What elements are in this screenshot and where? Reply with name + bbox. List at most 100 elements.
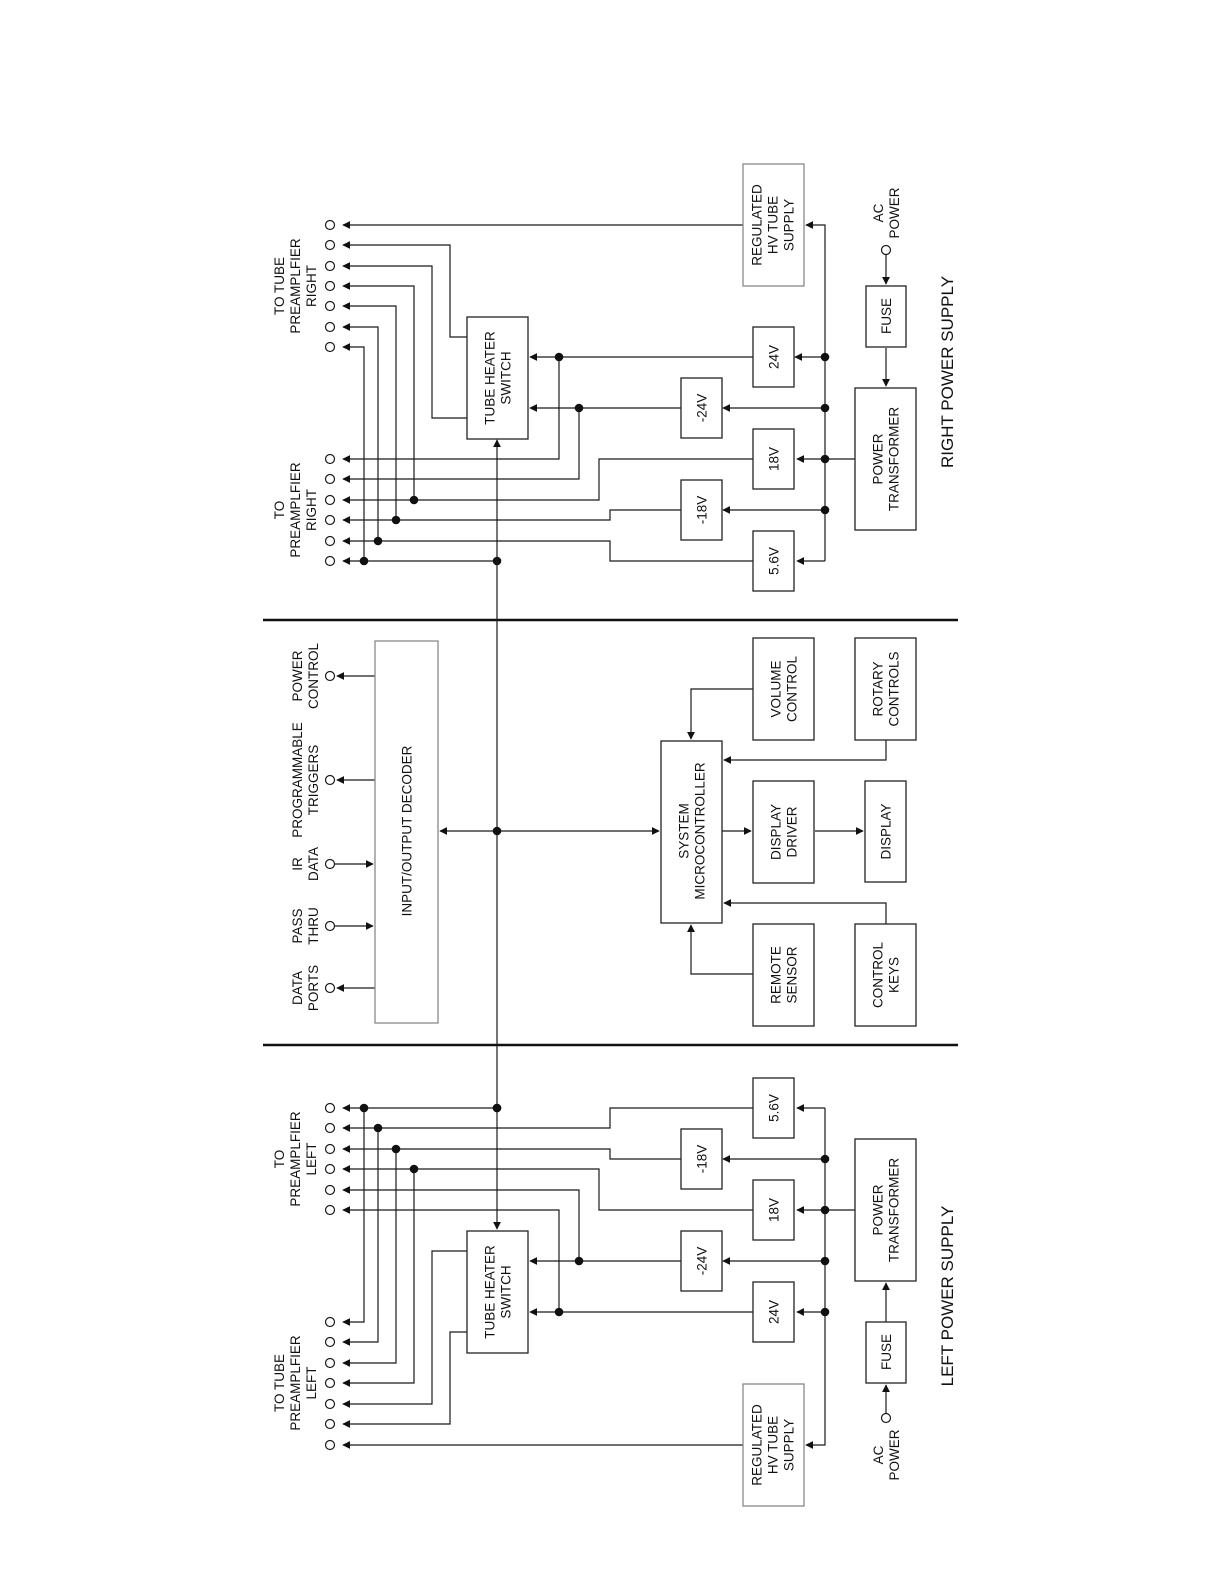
svg-text:TUBE HEATER: TUBE HEATER	[483, 1245, 498, 1339]
svg-text:POWER: POWER	[290, 650, 305, 701]
svg-text:ROTARY: ROTARY	[871, 661, 886, 716]
svg-text:AC: AC	[871, 1445, 886, 1464]
v24-left-box	[752, 1281, 795, 1343]
svg-text:TO: TO	[272, 501, 287, 520]
v56-left-box	[752, 1077, 795, 1139]
svg-text:SWITCH: SWITCH	[499, 351, 514, 404]
svg-text:SENSOR: SENSOR	[785, 946, 800, 1003]
control-keys-text: CONTROL KEYS	[871, 942, 902, 1008]
svg-text:SUPPLY: SUPPLY	[782, 199, 797, 251]
rotary-controls-box	[854, 637, 917, 741]
v18-right-label: 18V	[767, 447, 782, 471]
svg-text:SUPPLY: SUPPLY	[782, 1419, 797, 1471]
svg-text:THRU: THRU	[306, 907, 321, 945]
vn18-right-label: -18V	[695, 496, 710, 525]
svg-text:RIGHT: RIGHT	[304, 489, 319, 531]
tube-heater-left-box	[466, 1230, 529, 1354]
hv-supply-right-text: REGULATED HV TUBE SUPPLY	[750, 184, 797, 266]
right-power-supply-title: RIGHT POWER SUPPLY	[938, 276, 957, 468]
svg-text:LEFT: LEFT	[304, 1142, 319, 1175]
to-tube-preamp-left-label: TO TUBE PREAMPLFIER LEFT	[272, 1335, 319, 1431]
hv-supply-left-box	[742, 1383, 805, 1507]
svg-text:TRANSFORMER: TRANSFORMER	[887, 407, 902, 512]
svg-text:TO TUBE: TO TUBE	[272, 257, 287, 315]
svg-text:SYSTEM: SYSTEM	[677, 803, 692, 859]
left-power-supply-title: LEFT POWER SUPPLY	[938, 1206, 957, 1387]
svg-text:LEFT: LEFT	[304, 1366, 319, 1399]
v18-left-box	[752, 1179, 795, 1241]
transformer-left-text: POWER TRANSFORMER	[871, 1158, 902, 1263]
data-ports-label: DATA PORTS	[290, 965, 321, 1011]
io-decoder-label: INPUT/OUTPUT DECODER	[400, 745, 415, 916]
transformer-right-box	[854, 387, 917, 531]
volume-control-box	[752, 637, 815, 741]
svg-text:REGULATED: REGULATED	[750, 184, 765, 266]
svg-text:PROGRAMMABLE: PROGRAMMABLE	[290, 722, 305, 838]
svg-text:PORTS: PORTS	[306, 965, 321, 1011]
tube-heater-right-box	[466, 316, 529, 440]
control-keys-box	[854, 923, 917, 1027]
svg-text:RIGHT: RIGHT	[304, 265, 319, 307]
power-control-label: POWER CONTROL	[290, 643, 321, 709]
vn24-left-label: -24V	[695, 1247, 710, 1276]
svg-text:CONTROLS: CONTROLS	[887, 651, 902, 726]
svg-text:SWITCH: SWITCH	[499, 1265, 514, 1318]
tube-heater-right-text: TUBE HEATER SWITCH	[483, 331, 514, 425]
svg-text:CONTROL: CONTROL	[785, 656, 800, 722]
vn18-left-box	[680, 1128, 723, 1190]
svg-text:PREAMPLFIER: PREAMPLFIER	[288, 238, 303, 334]
svg-text:CONTROL: CONTROL	[306, 643, 321, 709]
transformer-left-box	[854, 1138, 917, 1282]
v24-right-box	[752, 326, 795, 388]
svg-text:TUBE HEATER: TUBE HEATER	[483, 331, 498, 425]
to-tube-preamp-right-label: TO TUBE PREAMPLFIER RIGHT	[272, 238, 319, 334]
remote-sensor-box	[752, 923, 815, 1027]
svg-text:AC: AC	[871, 203, 886, 222]
svg-text:TO TUBE: TO TUBE	[272, 1354, 287, 1412]
programmable-triggers-label: PROGRAMMABLE TRIGGERS	[290, 722, 321, 838]
svg-text:POWER: POWER	[887, 187, 902, 238]
svg-text:CONTROL: CONTROL	[871, 942, 886, 1008]
svg-text:PREAMPLFIER: PREAMPLFIER	[288, 1335, 303, 1431]
svg-text:REGULATED: REGULATED	[750, 1404, 765, 1486]
svg-text:TO: TO	[272, 1150, 287, 1169]
svg-text:TRIGGERS: TRIGGERS	[306, 745, 321, 816]
svg-text:DRIVER: DRIVER	[785, 806, 800, 857]
display-label: DISPLAY	[879, 803, 894, 859]
ir-data-label: IR DATA	[290, 847, 321, 881]
svg-text:PASS: PASS	[290, 908, 305, 943]
svg-text:VOLUME: VOLUME	[769, 660, 784, 717]
vn24-right-box	[680, 377, 723, 439]
fuse-right-label: FUSE	[879, 298, 894, 334]
fuse-right-box	[865, 285, 907, 348]
hv-supply-left-text: REGULATED HV TUBE SUPPLY	[750, 1404, 797, 1486]
svg-text:TRANSFORMER: TRANSFORMER	[887, 1158, 902, 1263]
display-driver-box	[752, 780, 815, 884]
ac-power-left-label: AC POWER	[871, 1429, 902, 1480]
vn24-right-label: -24V	[695, 394, 710, 423]
system-micro-box	[660, 740, 723, 924]
v24-left-label: 24V	[767, 1300, 782, 1324]
svg-text:POWER: POWER	[871, 1184, 886, 1235]
transformer-right-text: POWER TRANSFORMER	[871, 407, 902, 512]
right-supply-wiring	[324, 219, 892, 567]
system-micro-text: SYSTEM MICROCONTROLLER	[677, 762, 708, 900]
ac-power-right-label: AC POWER	[871, 187, 902, 238]
vn18-left-label: -18V	[695, 1145, 710, 1174]
to-preamp-right-label: TO PREAMPLFIER RIGHT	[272, 462, 319, 558]
fuse-left-box	[865, 1321, 907, 1384]
display-driver-text: DISPLAY DRIVER	[769, 804, 800, 860]
rotary-controls-text: ROTARY CONTROLS	[871, 651, 902, 726]
svg-text:PREAMPLFIER: PREAMPLFIER	[288, 462, 303, 558]
svg-text:HV TUBE: HV TUBE	[766, 1416, 781, 1474]
display-box	[864, 780, 907, 883]
v18-right-box	[752, 428, 795, 490]
remote-sensor-text: REMOTE SENSOR	[769, 946, 800, 1004]
tube-heater-left-text: TUBE HEATER SWITCH	[483, 1245, 514, 1339]
to-preamp-left-label: TO PREAMPLFIER LEFT	[272, 1111, 319, 1207]
v56-right-box	[752, 530, 795, 592]
control-wiring	[324, 439, 887, 1230]
svg-text:POWER: POWER	[887, 1429, 902, 1480]
v18-left-label: 18V	[767, 1198, 782, 1222]
